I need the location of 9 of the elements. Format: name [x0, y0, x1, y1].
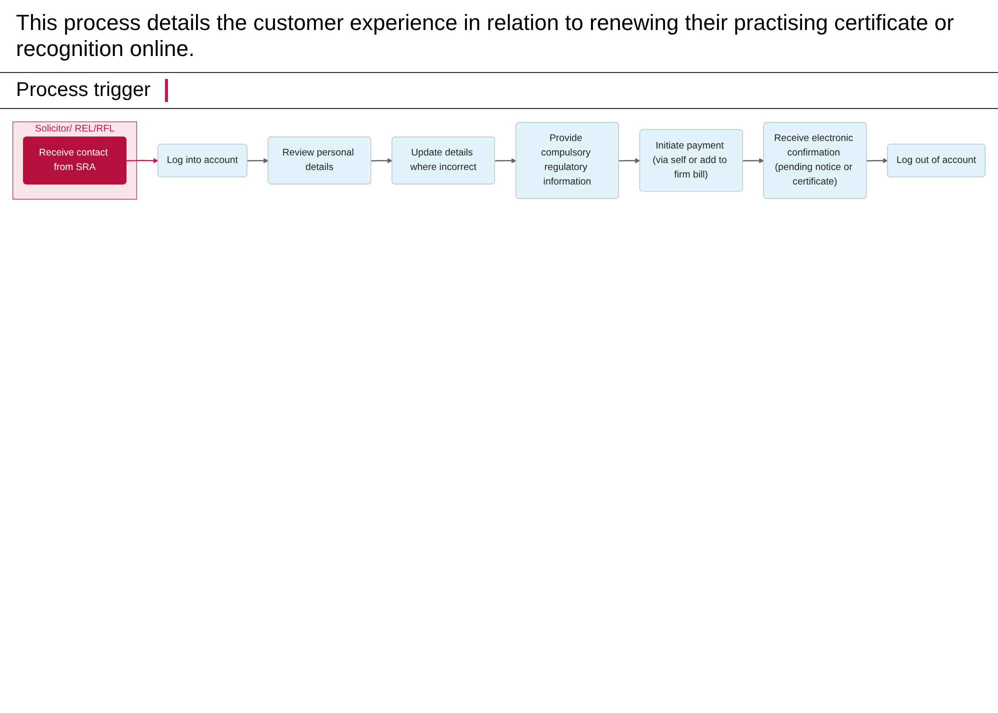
arrow: [247, 158, 269, 164]
title: This process details the customer experience in relation to renewing their practising certificate or recognition online.: [0, 0, 998, 73]
lane-header: Process trigger: [16, 79, 168, 102]
arrow: [371, 158, 393, 164]
arrow: [126, 158, 158, 164]
arrow: [494, 158, 516, 164]
arrow: [866, 158, 888, 164]
arrow: [618, 158, 640, 164]
arrow: [742, 158, 764, 164]
